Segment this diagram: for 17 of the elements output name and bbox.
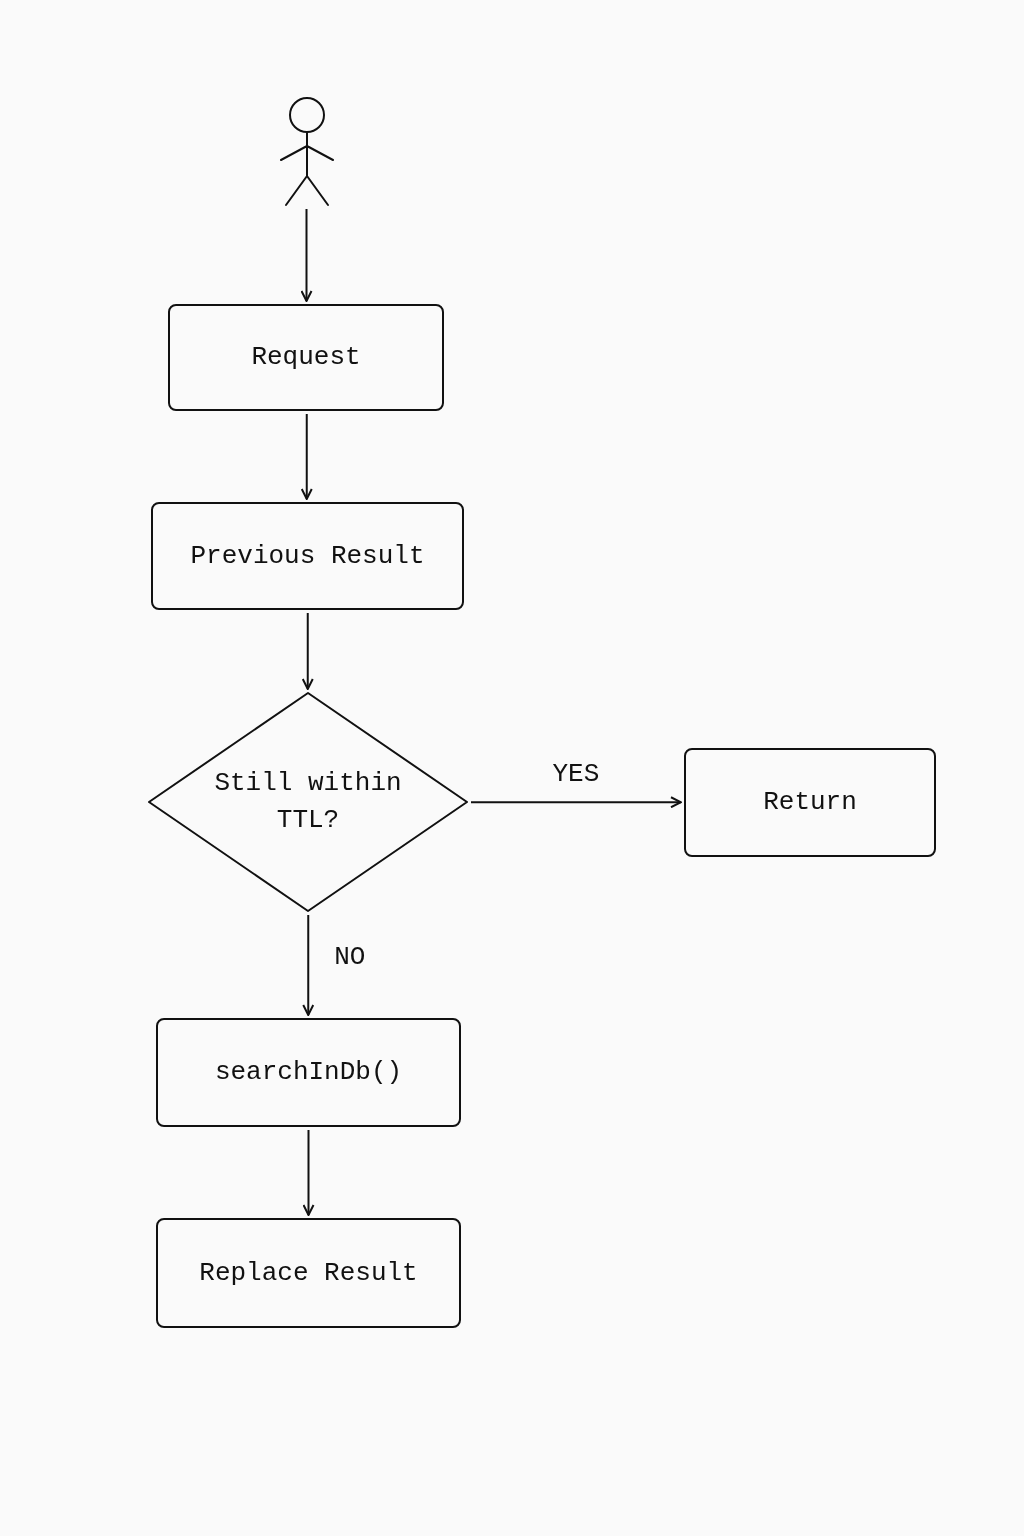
decision-text: Still within TTL? [213,767,403,837]
process-box [156,1218,461,1328]
box-text: searchInDb() [214,1056,403,1089]
process-box [168,304,444,411]
arrow [470,796,682,809]
process-box [684,748,936,857]
arrow [300,208,313,302]
box-text: Previous Result [190,539,425,573]
box-text: Request [251,341,361,374]
arrow [300,413,313,500]
box-text: Return [763,786,857,819]
arrow [301,612,314,690]
arrow [302,914,315,1016]
process-box [156,1018,461,1127]
arrow [302,1129,315,1216]
process-box [151,502,464,610]
box-text: Replace Result [199,1256,418,1290]
